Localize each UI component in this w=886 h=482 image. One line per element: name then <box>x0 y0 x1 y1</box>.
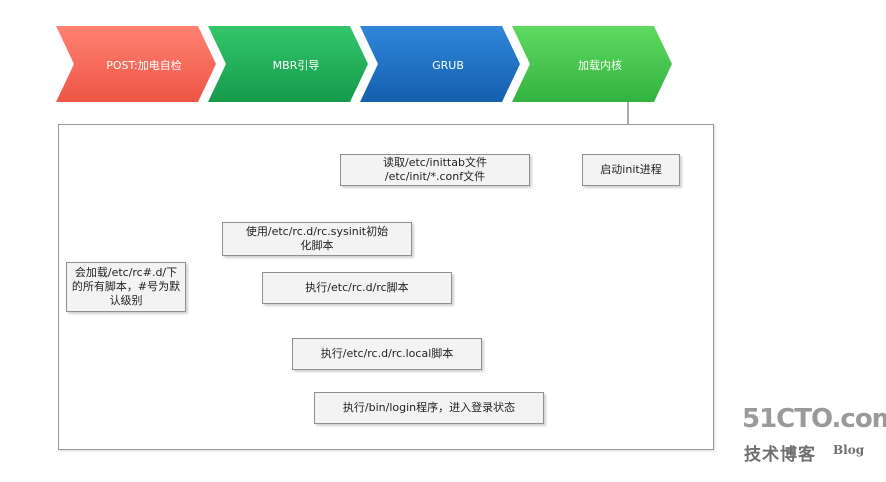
exec-login-box: 执行/bin/login程序，进入登录状态 <box>314 392 544 424</box>
stage-post-chevron <box>56 26 216 102</box>
exec-rc-box: 执行/etc/rc.d/rc脚本 <box>262 272 452 304</box>
exec-rc-text: 执行/etc/rc.d/rc脚本 <box>305 281 409 294</box>
load-rcd-line3: 认级别 <box>109 294 143 307</box>
read-inittab-line2: /etc/init/*.conf文件 <box>384 170 486 183</box>
stage-kernel-chevron <box>512 26 672 102</box>
rc-sysinit-box: 使用/etc/rc.d/rc.sysinit初始 化脚本 <box>222 222 412 256</box>
load-rcd-box: 会加载/etc/rc#.d/下 的所有脚本，#号为默 认级别 <box>66 262 186 312</box>
exec-rc-local-text: 执行/etc/rc.d/rc.local脚本 <box>320 347 454 360</box>
watermark-subtitle: 技术博客 <box>744 445 816 465</box>
stage-kernel-label: 加载内核 <box>578 59 622 72</box>
exec-login-text: 执行/bin/login程序，进入登录状态 <box>342 401 516 414</box>
rc-sysinit-line1: 使用/etc/rc.d/rc.sysinit初始 <box>245 225 389 238</box>
stage-mbr-label: MBR引导 <box>272 59 320 72</box>
read-inittab-box: 读取/etc/inittab文件 /etc/init/*.conf文件 <box>340 154 530 186</box>
watermark-site: 51CTO.com <box>742 404 886 434</box>
stage-mbr-chevron <box>208 26 368 102</box>
load-rcd-line2: 的所有脚本，#号为默 <box>71 280 181 293</box>
load-rcd-line1: 会加载/etc/rc#.d/下 <box>74 266 178 279</box>
exec-rc-local-box: 执行/etc/rc.d/rc.local脚本 <box>292 338 482 370</box>
start-init-box: 启动init进程 <box>582 154 680 186</box>
stage-grub-chevron <box>360 26 520 102</box>
read-inittab-line1: 读取/etc/inittab文件 <box>383 156 487 169</box>
start-init-text: 启动init进程 <box>600 163 662 176</box>
stage-post-label: POST:加电自检 <box>106 59 182 72</box>
stage-grub-label: GRUB <box>432 59 464 72</box>
watermark-blog: Blog <box>833 443 865 457</box>
rc-sysinit-line2: 化脚本 <box>300 239 334 252</box>
